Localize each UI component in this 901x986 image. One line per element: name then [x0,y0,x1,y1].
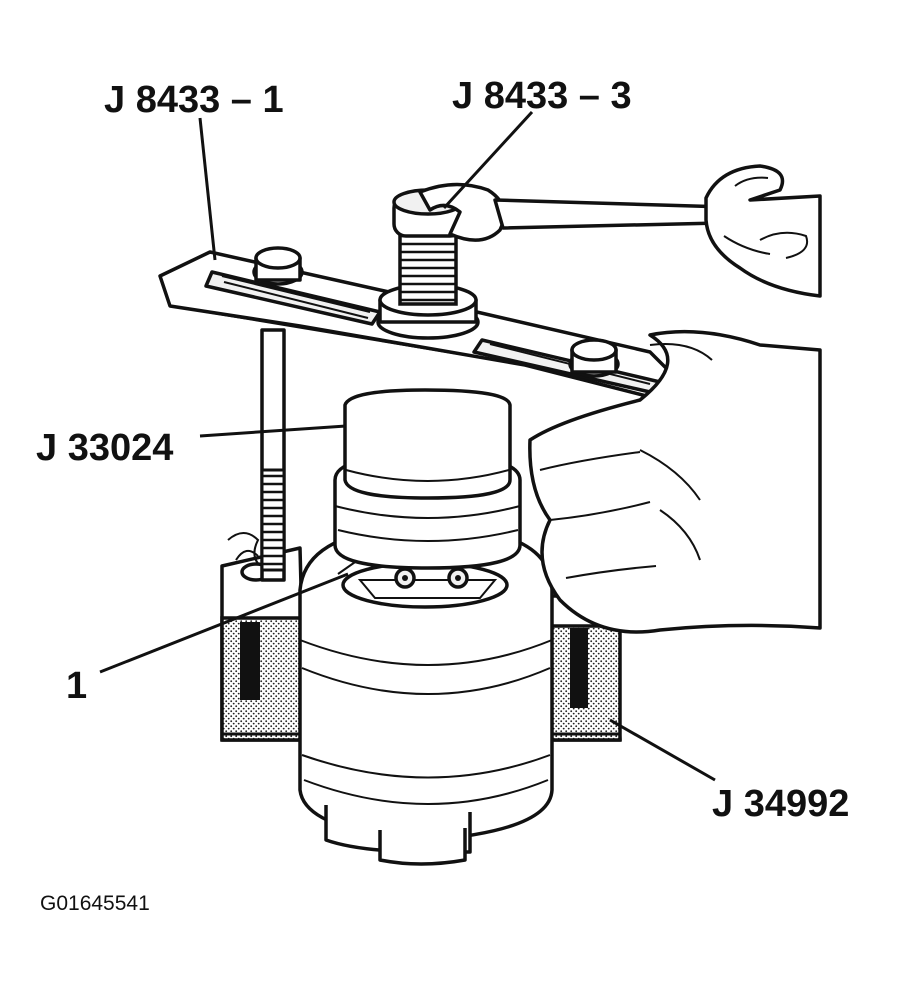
leader-lines [99,110,716,782]
label-puller-bar: J 8433 – 1 [104,79,284,121]
hand-upper [704,164,822,298]
label-installer: J 33024 [36,427,173,469]
label-component: 1 [66,665,87,707]
label-holding-fixture: J 34992 [712,783,849,825]
puller-leg-bolt [260,328,286,582]
figure-id: G01645541 [40,892,150,915]
component-body [298,526,554,866]
hand-lower [528,329,822,634]
label-forcing-screw: J 8433 – 3 [452,75,632,117]
installer-tool [333,388,522,570]
